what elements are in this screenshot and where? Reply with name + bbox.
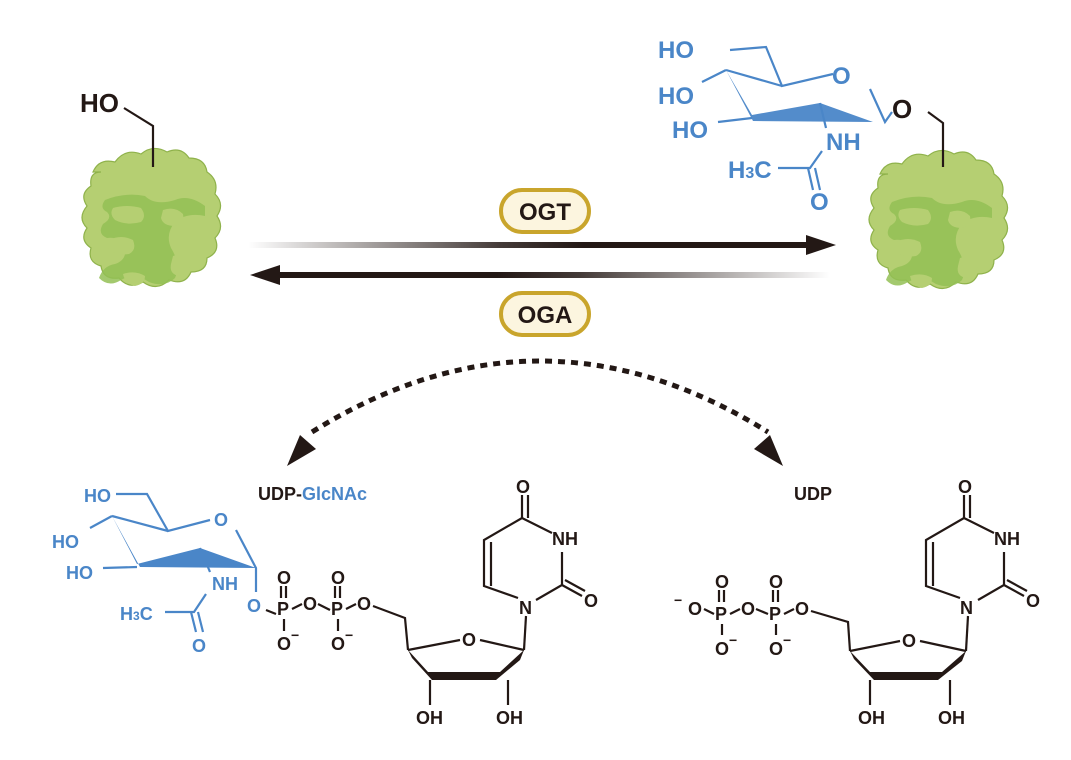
udp-ribose-ring-oxygen: O [902,631,916,651]
udp-terminal-oxygen: O [688,599,702,619]
udp-ribose-2-hydroxyl: OH [938,708,965,728]
udp-glcnac-ribose-2-hydroxyl: OH [496,708,523,728]
hydroxyl-label: HO [80,88,119,118]
udp-glcnac-p1-oxide: O [277,634,291,654]
serine-side-chain-right [927,111,945,167]
udp-p1-charge: − [729,632,737,648]
ring-oxygen: O [832,63,851,90]
udp-glcnac-bridge-oxygen: O [303,594,317,614]
udp-glcnac-c4-hydroxyl: HO [52,532,79,552]
udp-glcnac-amide-nh: NH [212,574,238,594]
serine-side-chain-left [123,107,155,167]
udp-glcnac-alpha-phosphorus: P [277,599,289,619]
udp-title: UDP [794,484,832,504]
udp-glcnac-anomeric-oxygen: O [247,596,261,616]
arc-arrowhead-right [754,435,783,466]
udp-glcnac-structure: UDP-GlcNAc HO HO HO O NH H3C O O P O O −… [52,477,598,728]
reverse-arrowhead [250,265,280,285]
udp-p1-oxide: O [715,639,729,659]
udp-alpha-phosphorus: P [769,604,781,624]
cosubstrate-arc [287,358,783,466]
forward-arrow [248,235,836,255]
udp-glcnac-ribose-ring-oxygen: O [462,630,476,650]
protein-blob-left [81,147,222,288]
enzyme-oga-label: OGA [518,302,573,329]
forward-arrowhead [806,235,836,255]
udp-uracil-o4: O [958,477,972,497]
udp-glcnac-c3-hydroxyl: HO [66,563,93,583]
amide-nh: NH [826,129,861,156]
udp-glcnac-ester-oxygen: O [357,594,371,614]
udp-p1-oxo: O [715,572,729,592]
udp-p2-oxo: O [769,572,783,592]
udp-glcnac-uracil-n1: N [519,598,532,618]
udp-glcnac-title: UDP-GlcNAc [258,484,367,504]
udp-glcnac-ribose-3-hydroxyl: OH [416,708,443,728]
udp-glcnac-uracil-nh3: NH [552,529,578,549]
udp-glcnac-methyl: H3C [120,604,153,624]
enzyme-ogt-label: OGT [519,199,571,226]
udp-p2-oxide: O [769,639,783,659]
protein-right: O HO HO HO O NH H3C O [658,37,1009,290]
udp-glcnac-p2-oxo: O [331,568,345,588]
enzyme-ogt-badge: OGT [499,188,591,234]
udp-glcnac-c6-hydroxyl: HO [84,486,111,506]
udp-glcnac-uracil-o2: O [584,591,598,611]
udp-structure: UDP − O P O O − O P O O − O O OH OH N O [674,477,1040,728]
protein-blob-right [868,149,1009,290]
udp-ester-oxygen: O [795,599,809,619]
c3-hydroxyl: HO [672,117,708,144]
udp-glcnac-carbonyl-oxygen: O [192,636,206,656]
udp-beta-phosphorus: P [715,604,727,624]
udp-uracil-nh3: NH [994,529,1020,549]
arc-arrowhead-left [287,435,316,466]
udp-terminal-charge: − [674,592,682,608]
c4-hydroxyl: HO [658,83,694,110]
glcnac-right: HO HO HO O NH H3C O [658,37,893,216]
methyl-group: H3C [728,157,772,184]
linkage-oxygen: O [892,94,912,124]
udp-ribose-3-hydroxyl: OH [858,708,885,728]
udp-glcnac-p2-charge: − [345,627,353,643]
udp-glcnac-p1-charge: − [291,627,299,643]
udp-glcnac-beta-phosphorus: P [331,599,343,619]
udp-uracil-n1: N [960,598,973,618]
reverse-arrow [250,265,830,285]
udp-p2-charge: − [783,632,791,648]
udp-glcnac-uracil-o4: O [516,477,530,497]
udp-glcnac-p2-oxide: O [331,634,345,654]
udp-glcnac-p1-oxo: O [277,568,291,588]
udp-glcnac-ring-oxygen: O [214,510,228,530]
enzyme-oga-badge: OGA [499,291,591,337]
protein-left: HO [80,88,222,288]
udp-bridge-oxygen: O [741,599,755,619]
c6-hydroxyl: HO [658,37,694,64]
carbonyl-oxygen: O [810,189,829,216]
udp-uracil-o2: O [1026,591,1040,611]
